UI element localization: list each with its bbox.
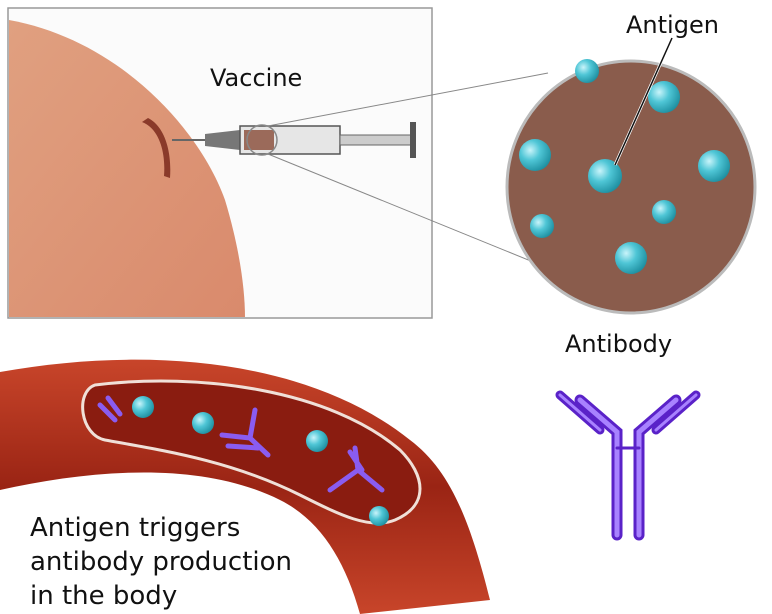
antigen-particle <box>648 81 680 113</box>
antigen-particle <box>575 59 599 83</box>
antigen-magnified-view: Antigen <box>505 11 757 315</box>
caption-line: antibody production <box>30 547 292 577</box>
antibody-label: Antibody <box>565 330 672 358</box>
antigen-particle <box>530 214 554 238</box>
caption-line: Antigen triggers <box>30 513 240 543</box>
antigen-particles <box>519 59 730 274</box>
antigen-particle <box>306 430 328 452</box>
arm-skin <box>9 20 245 317</box>
zoom-line-bottom <box>267 153 549 269</box>
antigen-particle <box>519 139 551 171</box>
antigen-particle <box>369 506 389 526</box>
antigen-particle <box>192 412 214 434</box>
injection-panel: Vaccine <box>7 7 549 319</box>
zoom-line-top <box>267 72 549 127</box>
antigen-label: Antigen <box>626 11 719 39</box>
antibody-icon <box>555 390 701 541</box>
caption: Antigen triggers antibody production in … <box>30 513 292 611</box>
antigen-particle <box>652 200 676 224</box>
blood-vessel <box>0 359 490 614</box>
syringe-icon <box>172 122 416 158</box>
antigen-pointer-line <box>614 37 673 166</box>
antigen-particle <box>588 159 622 193</box>
caption-line: in the body <box>30 581 177 611</box>
injection-site <box>142 118 171 178</box>
antigen-particle <box>698 150 730 182</box>
antibody-small-icon <box>97 395 123 423</box>
antibody-small-icon <box>219 407 271 458</box>
antibody-small-icon <box>327 445 385 493</box>
antigen-particle <box>132 396 154 418</box>
vaccine-label: Vaccine <box>210 64 302 92</box>
antigen-particle <box>615 242 647 274</box>
